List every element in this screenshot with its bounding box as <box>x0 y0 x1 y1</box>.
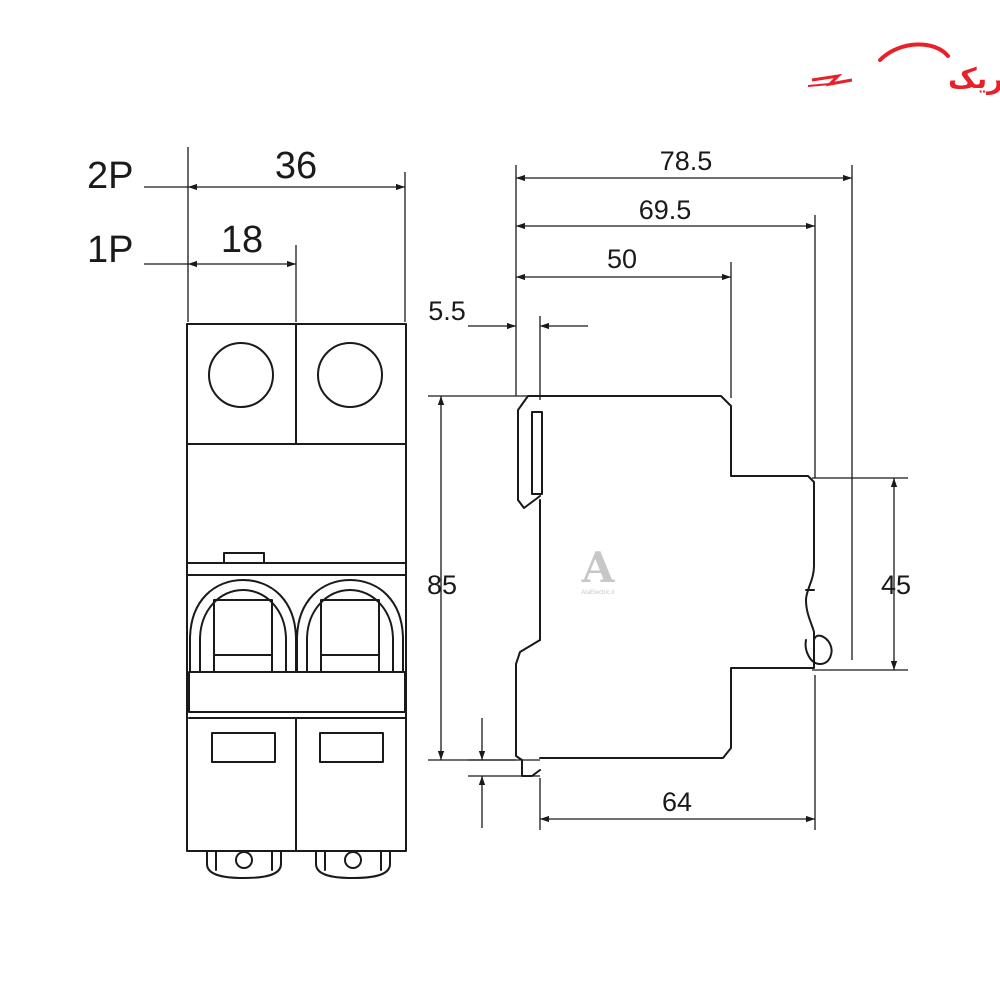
pole-label-2p: 2P <box>87 155 133 197</box>
overall-depth-value: 78.5 <box>660 146 713 176</box>
side-view: 78.5 69.5 50 5.5 85 45 64 <box>427 146 911 830</box>
indicator-window-right <box>317 342 383 408</box>
watermark-letter: A <box>581 543 616 592</box>
rear-depth-value: 69.5 <box>639 195 692 225</box>
pole-label-1p: 1P <box>87 229 133 271</box>
terminal-screw-right <box>315 850 391 879</box>
lightning-swoosh-icon <box>807 42 950 87</box>
watermark-caption: AtaElectric.ir <box>581 590 615 596</box>
front-offset-value: 5.5 <box>428 296 466 326</box>
watermark: A AtaElectric.ir <box>581 543 616 596</box>
width-2p-value: 36 <box>275 145 317 187</box>
toggle-recess-left <box>189 579 297 673</box>
front-view: 2P 36 1P 18 <box>87 145 407 879</box>
side-body-outline <box>539 395 815 759</box>
rail-depth-value: 64 <box>662 787 692 817</box>
toggle-handle-bar <box>188 671 406 713</box>
toggle-recess-right <box>296 579 404 673</box>
indicator-window-left <box>208 342 274 408</box>
brand-logo-text: آتاالکتریک <box>948 61 1000 95</box>
terminal-screw-left <box>206 850 282 879</box>
shoulder-depth-value: 50 <box>607 244 637 274</box>
front-face-value: 45 <box>881 570 911 600</box>
brand-logo: آتاالکتریک <box>807 42 1000 95</box>
width-1p-value: 18 <box>221 219 263 261</box>
height-value: 85 <box>427 570 457 600</box>
